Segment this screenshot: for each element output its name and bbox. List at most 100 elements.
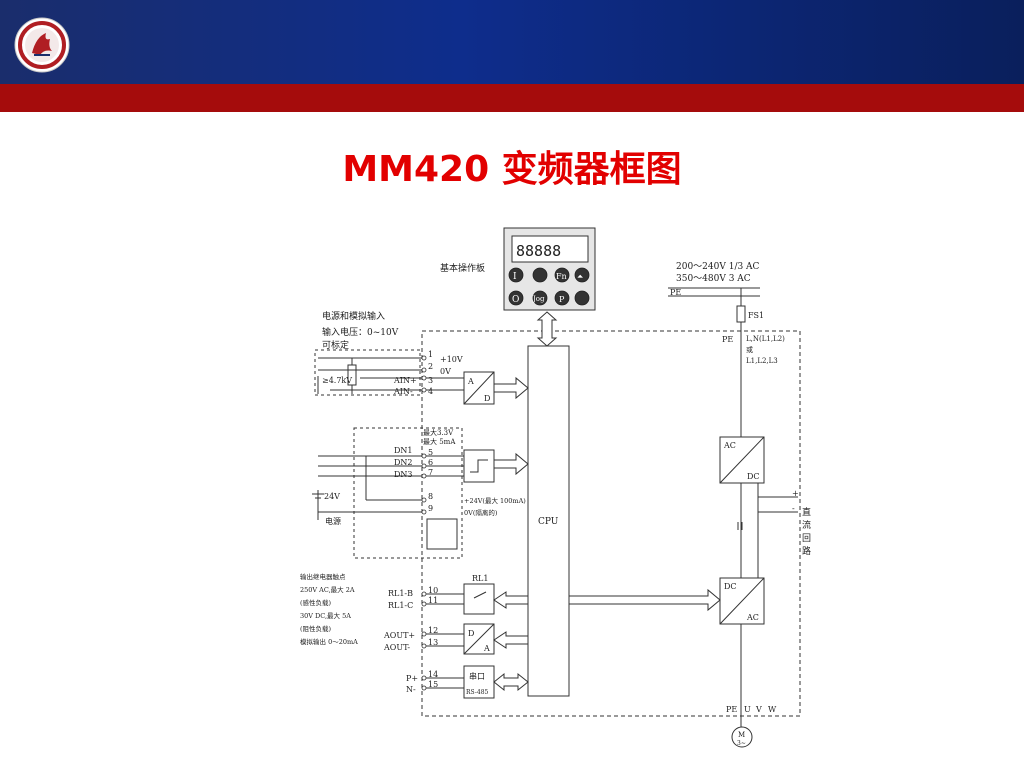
analog-title: 电源和模拟输入 (322, 310, 385, 322)
analog-input-box (314, 349, 421, 396)
serial-cpu-arrow-icon (493, 672, 529, 692)
adc-d: D (484, 394, 490, 403)
term-13: 13 (428, 638, 438, 647)
dac-d: D (468, 629, 474, 638)
relay-block (463, 583, 495, 615)
serial-p: P+ (406, 674, 418, 683)
cpu-inverter-arrow-icon (568, 588, 721, 612)
out-w: W (768, 705, 777, 714)
aout-plus: AOUT+ (383, 631, 415, 640)
inverter-enclosure (421, 330, 801, 717)
dac-cpu-arrow-icon (493, 631, 529, 649)
input-l123: L1,L2,L3 (746, 357, 778, 365)
dc-label-3: 回 (802, 533, 811, 544)
motor-m: M (738, 731, 745, 739)
adc-a: A (467, 377, 474, 386)
dc-label-2: 流 (802, 519, 811, 531)
fuse-label: FS1 (748, 311, 764, 320)
dn3-label: DN3 (394, 470, 413, 479)
plus24-note: +24V(最大 100mA) (464, 496, 526, 505)
term-10: 10 (428, 586, 438, 595)
term-11: 11 (428, 596, 438, 605)
rectifier-ac: AC (723, 441, 736, 450)
term-3: 3 (428, 376, 433, 385)
term-9: 9 (428, 504, 433, 513)
panel-display-text: 88888 (516, 242, 561, 260)
relay-note2: 250V AC,最大 2A (300, 585, 355, 594)
resistor-label: ≥4.7kV (322, 376, 352, 385)
cpu-label: CPU (538, 517, 559, 527)
jog-button-label: Jog (532, 295, 545, 303)
out-u: U (744, 705, 751, 714)
zero-note: 0V(隔离的) (464, 508, 498, 517)
out-v: V (755, 705, 762, 714)
serial-rs485: RS-485 (466, 689, 489, 696)
dn2-label: DN2 (394, 458, 413, 467)
motor-phase: 3~ (737, 740, 746, 747)
inverter-ac: AC (746, 613, 759, 622)
analog-voltage: 输入电压：0~10V (322, 326, 399, 338)
panel-display (511, 235, 589, 263)
relay-cpu-arrow-icon (493, 591, 529, 609)
relay-b: RL1-B (388, 589, 413, 598)
dc-minus: - (792, 504, 795, 513)
university-emblem-icon (14, 17, 70, 73)
optocoupler-block (426, 518, 458, 550)
plus10v-label: +10V (440, 355, 463, 364)
ain-minus-label: AIN- (393, 387, 413, 396)
panel-label: 基本操作板 (440, 262, 485, 274)
relay-note1: 输出继电器触点 (300, 572, 346, 581)
mm420-block-diagram: 基本操作板 88888 I Fn ⏶ O Jog P 200～240V 1/3 … (300, 227, 811, 748)
di-max-v: 最大3.3V (423, 428, 454, 437)
supply-line1: 200～240V 1/3 AC (676, 262, 760, 272)
up-button-label: ⏶ (577, 272, 584, 281)
term-2: 2 (428, 362, 433, 371)
di-max-ma: 最大 5mA (423, 437, 456, 446)
fn-button-label: Fn (556, 272, 567, 281)
dc-plus: + (792, 489, 799, 498)
zero-v-label: 0V (440, 367, 451, 376)
relay-note4: 30V DC,最大 5A (300, 611, 351, 620)
relay-c: RL1-C (388, 601, 413, 610)
input-pe: PE (722, 335, 733, 344)
term-5: 5 (428, 448, 433, 457)
term-4: 4 (428, 387, 433, 396)
header-band (0, 0, 1024, 84)
run-button-label: I (513, 272, 517, 282)
serial-port-block (463, 665, 495, 699)
fuse-symbol (736, 305, 746, 323)
relay-note6: 模拟输出 0～20mA (300, 637, 358, 646)
inverter-dc: DC (724, 582, 737, 591)
aout-minus: AOUT- (383, 643, 410, 652)
term-6: 6 (428, 458, 433, 467)
power-label: 电源 (325, 516, 341, 526)
term-14: 14 (428, 670, 438, 679)
term-12: 12 (428, 626, 438, 635)
dn1-label: DN1 (394, 446, 413, 455)
serial-n: N- (406, 685, 416, 694)
out-pe: PE (726, 705, 737, 714)
relay-note5: (阻性负载) (300, 624, 332, 633)
motor-symbol (731, 726, 753, 748)
dac-a: A (483, 644, 490, 653)
stop-button-label: O (512, 295, 519, 305)
term-1: 1 (428, 350, 433, 359)
p-button-label: P (559, 295, 565, 304)
rectifier-dc: DC (747, 472, 760, 481)
relay-name: RL1 (472, 574, 488, 583)
input-or: 或 (746, 345, 753, 354)
dc-label-4: 路 (802, 545, 811, 557)
cpu-block (527, 345, 570, 697)
digital-input-box (353, 427, 463, 559)
dc-label-1: 直 (802, 506, 811, 518)
header-red-bar (0, 84, 1024, 112)
term-15: 15 (428, 680, 438, 689)
term-8: 8 (428, 492, 433, 501)
ain-plus-label: AIN+ (393, 376, 417, 385)
adc-cpu-arrow-icon (493, 376, 529, 400)
relay-note3: (感性负载) (300, 598, 332, 607)
input-ln: L,N(L1,L2) (746, 335, 785, 343)
supply-pe: PE (670, 288, 681, 297)
v24-label: 24V (324, 492, 340, 501)
analog-calibratable: 可标定 (322, 339, 349, 351)
